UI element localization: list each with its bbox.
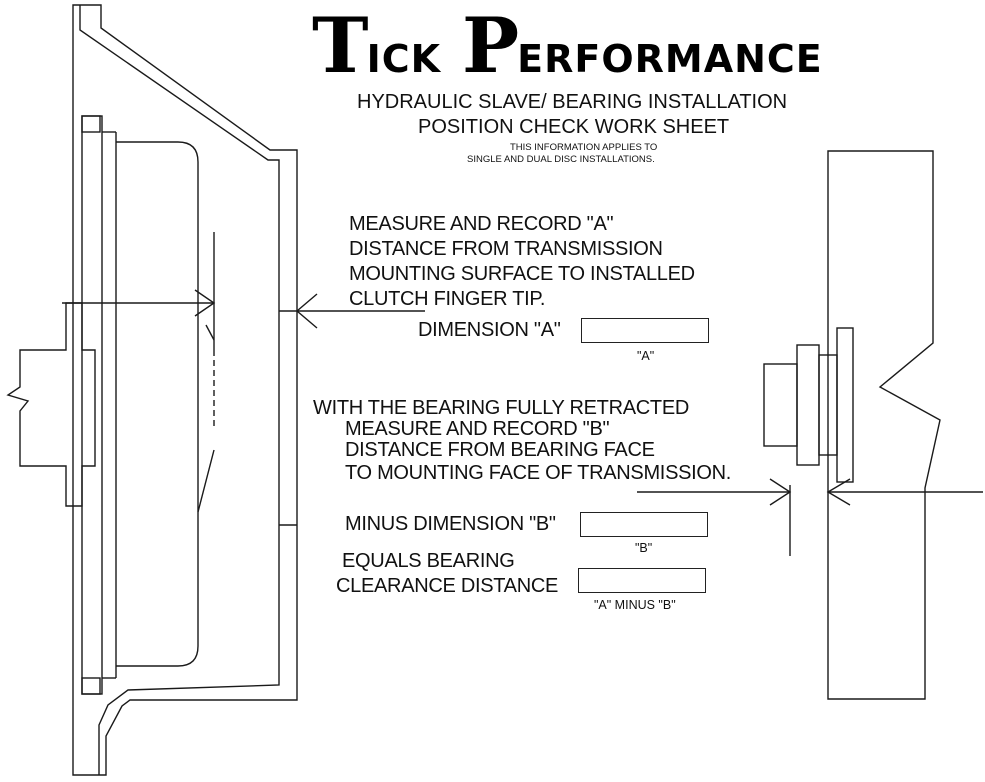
slave-cylinder-body [763,363,798,447]
dimension-a-box-caption: "A" [637,349,655,363]
pressure-plate-tab-top [81,115,101,133]
logo-initial-p: P [462,1,519,90]
logo-word-tick: TICK [312,8,441,84]
step-b-line-2: MEASURE AND RECORD "B" [345,418,610,440]
bellhousing-inner-outline [79,5,280,775]
step-b-line-3: DISTANCE FROM BEARING FACE [345,439,655,461]
step-b-line-1: WITH THE BEARING FULLY RETRACTED [313,397,690,419]
clutch-cover [116,141,199,667]
clearance-box-caption: "A" MINUS "B" [594,598,676,612]
bellhousing-outer-outline [72,4,298,776]
mounting-face-arrowhead [295,293,318,329]
step-a-line-2: DISTANCE FROM TRANSMISSION [349,238,663,260]
note-line-2: SINGLE AND DUAL DISC INSTALLATIONS. [467,154,655,165]
dimension-b-box-caption: "B" [635,541,653,555]
step-a-line-4: CLUTCH FINGER TIP. [349,288,546,310]
dimension-a-label: DIMENSION "A" [418,319,561,341]
logo-word-performance: PERFORMANCE [462,8,823,84]
dimension-b-arrowhead-left [769,478,792,506]
logo-rest-ick: ICK [366,37,442,81]
result-line-2: CLEARANCE DISTANCE [336,575,559,597]
dimension-b-arrowhead-right [826,478,851,506]
clutch-finger-angle [205,324,215,341]
note-line-1: THIS INFORMATION APPLIES TO [510,142,658,153]
bearing-face [836,327,854,483]
step-a-line-3: MOUNTING SURFACE TO INSTALLED [349,263,695,285]
step-a-line-1: MEASURE AND RECORD "A" [349,213,614,235]
title-line-1: HYDRAULIC SLAVE/ BEARING INSTALLATION [357,91,788,113]
pressure-plate-tab-bottom [81,677,101,695]
dimension-b-label: MINUS DIMENSION "B" [345,513,556,535]
logo-rest-erformance: ERFORMANCE [517,37,823,81]
dimension-b-input-box[interactable] [580,512,708,537]
crankshaft-hub [6,302,96,507]
transmission-housing [827,150,941,700]
title-line-2: POSITION CHECK WORK SHEET [418,116,730,138]
logo-initial-t: T [312,1,369,90]
result-line-1: EQUALS BEARING [342,550,515,572]
bearing-body [796,344,820,466]
dimension-a-input-box[interactable] [581,318,709,343]
step-b-line-4: TO MOUNTING FACE OF TRANSMISSION. [345,462,732,484]
clearance-distance-input-box[interactable] [578,568,706,593]
dimension-a-arrowhead [194,289,216,317]
clutch-finger-angle-2 [197,449,215,513]
tick-performance-logo: TICK PERFORMANCE [312,8,852,88]
pressure-plate-outer [81,115,103,695]
